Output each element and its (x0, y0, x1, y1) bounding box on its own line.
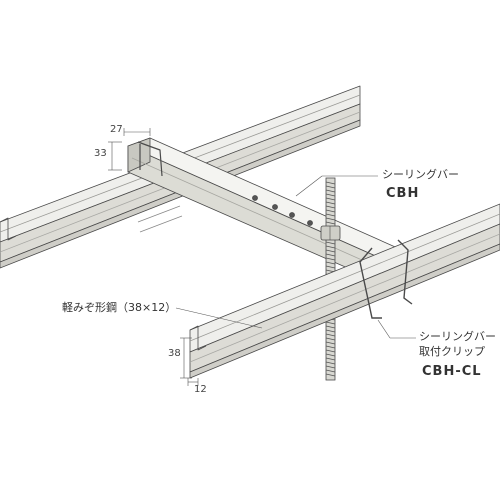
dim-channel-width: 12 (194, 384, 207, 395)
bolt-thread (325, 253, 336, 257)
clip-label-line1: シーリングバー (419, 330, 496, 343)
lower-channel (189, 203, 500, 379)
bolt-thread (325, 209, 336, 213)
clip-label-line2: 取付クリップ (419, 345, 485, 358)
bar-hole (252, 195, 258, 201)
bolt-thread (325, 333, 336, 337)
leader-lines (175, 175, 416, 339)
bolt-thread (325, 201, 336, 205)
mounting-clip (359, 239, 413, 319)
bolt-thread (325, 341, 336, 345)
bolt-thread (325, 365, 336, 369)
ceiling-bar-label: シーリングバー (382, 168, 459, 181)
bar-end-clip (137, 141, 163, 177)
bolt-thread (325, 205, 336, 209)
bolt-thread (325, 213, 336, 217)
bolt-thread (325, 261, 336, 265)
bolt-thread (325, 241, 336, 245)
bolt-thread (325, 353, 336, 357)
bar-hole (289, 212, 295, 218)
bolt-thread (325, 369, 336, 373)
bar-hole (272, 204, 278, 210)
bolt-thread (325, 181, 336, 185)
hex-nut (320, 225, 341, 241)
bolt-thread (325, 325, 336, 329)
dim-bar-height: 33 (94, 148, 107, 159)
dim-bar-width: 27 (110, 124, 123, 135)
bolt-thread (325, 345, 336, 349)
bolt-thread (325, 357, 336, 361)
bolt-thread (325, 337, 336, 341)
ceiling-bar-code: CBH (386, 186, 420, 201)
bolt-thread (325, 361, 336, 365)
bolt-thread (325, 321, 336, 325)
bolt-thread (325, 217, 336, 221)
bolt-thread (325, 349, 336, 353)
bolt-thread (325, 249, 336, 253)
dim-channel-height: 38 (168, 348, 181, 359)
bolt-thread (325, 185, 336, 189)
bolt-thread (325, 193, 336, 197)
bolt-thread (325, 189, 336, 193)
bolt-thread (325, 257, 336, 261)
bar-hole (307, 220, 313, 226)
dimension-lines (108, 128, 199, 386)
clip-code: CBH-CL (422, 364, 482, 379)
bolt-thread (325, 221, 336, 225)
bolt-thread (325, 245, 336, 249)
light-channel-label: 軽みぞ形鋼（38×12） (62, 301, 177, 314)
bolt-thread (325, 265, 336, 269)
bolt-thread (325, 329, 336, 333)
bolt-thread (325, 197, 336, 201)
bolt-thread (325, 373, 336, 377)
